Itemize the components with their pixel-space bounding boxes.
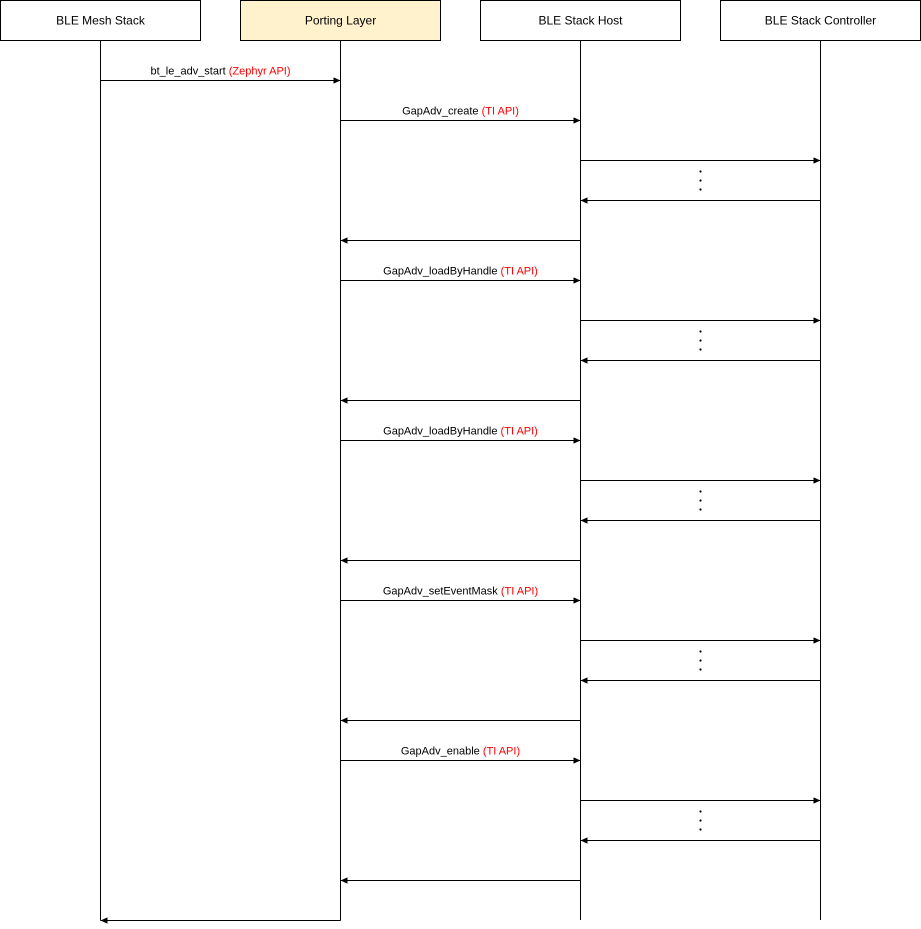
participant-box-port bbox=[240, 0, 441, 41]
vertical-ellipsis-icon bbox=[699, 330, 702, 351]
message-label: GapAdv_loadByHandle (TI API) bbox=[383, 426, 538, 438]
ellipsis-dot bbox=[699, 348, 702, 351]
message-name: GapAdv_create bbox=[402, 106, 478, 118]
ellipsis-dot bbox=[699, 819, 702, 822]
message-label: GapAdv_setEventMask (TI API) bbox=[383, 586, 538, 598]
message-api-tag: (TI API) bbox=[498, 586, 538, 598]
message-8 bbox=[580, 330, 821, 364]
vertical-ellipsis-icon bbox=[699, 170, 702, 191]
ellipsis-dot bbox=[699, 179, 702, 182]
vertical-ellipsis-icon bbox=[699, 490, 702, 511]
ellipsis-dot bbox=[699, 650, 702, 653]
participant-box-mesh bbox=[0, 0, 201, 41]
message-4 bbox=[580, 170, 821, 204]
participant-box-ctrl bbox=[720, 0, 921, 41]
message-name: GapAdv_loadByHandle bbox=[383, 426, 497, 438]
vertical-ellipsis-icon bbox=[699, 650, 702, 671]
participant-mesh: BLE Mesh Stack bbox=[0, 0, 201, 41]
ellipsis-dot bbox=[699, 810, 702, 813]
participant-label-ctrl: BLE Stack Controller bbox=[765, 14, 876, 28]
message-16 bbox=[580, 650, 821, 684]
message-name: GapAdv_loadByHandle bbox=[383, 266, 497, 278]
participant-label-host: BLE Stack Host bbox=[538, 14, 623, 28]
ellipsis-dot bbox=[699, 508, 702, 511]
ellipsis-dot bbox=[699, 490, 702, 493]
message-2: GapAdv_create (TI API) bbox=[340, 106, 581, 124]
message-api-tag: (Zephyr API) bbox=[226, 66, 291, 78]
ellipsis-dot bbox=[699, 668, 702, 671]
message-18: GapAdv_enable (TI API) bbox=[340, 746, 581, 764]
message-label: GapAdv_enable (TI API) bbox=[401, 746, 520, 758]
message-label: GapAdv_create (TI API) bbox=[402, 106, 519, 118]
message-12 bbox=[580, 490, 821, 524]
participant-label-mesh: BLE Mesh Stack bbox=[56, 14, 146, 28]
ellipsis-dot bbox=[699, 339, 702, 342]
message-name: GapAdv_setEventMask bbox=[383, 586, 498, 598]
message-20 bbox=[580, 810, 821, 844]
participant-ctrl: BLE Stack Controller bbox=[720, 0, 921, 41]
vertical-ellipsis-icon bbox=[699, 810, 702, 831]
participant-host: BLE Stack Host bbox=[480, 0, 681, 41]
message-api-tag: (TI API) bbox=[480, 746, 520, 758]
message-api-tag: (TI API) bbox=[498, 266, 538, 278]
message-label: GapAdv_loadByHandle (TI API) bbox=[383, 266, 538, 278]
ellipsis-dot bbox=[699, 828, 702, 831]
message-6: GapAdv_loadByHandle (TI API) bbox=[340, 266, 581, 284]
ellipsis-dot bbox=[699, 330, 702, 333]
message-label: bt_le_adv_start (Zephyr API) bbox=[150, 66, 290, 78]
ellipsis-dot bbox=[699, 659, 702, 662]
ellipsis-dot bbox=[699, 499, 702, 502]
message-name: bt_le_adv_start bbox=[150, 66, 225, 78]
message-name: GapAdv_enable bbox=[401, 746, 480, 758]
message-api-tag: (TI API) bbox=[498, 426, 538, 438]
message-1: bt_le_adv_start (Zephyr API) bbox=[100, 66, 341, 84]
participant-label-port: Porting Layer bbox=[305, 14, 376, 28]
ellipsis-dot bbox=[699, 170, 702, 173]
participant-box-host bbox=[480, 0, 681, 41]
ellipsis-dot bbox=[699, 188, 702, 191]
participant-port: Porting Layer bbox=[240, 0, 441, 41]
message-14: GapAdv_setEventMask (TI API) bbox=[340, 586, 581, 604]
message-10: GapAdv_loadByHandle (TI API) bbox=[340, 426, 581, 444]
message-api-tag: (TI API) bbox=[479, 106, 519, 118]
